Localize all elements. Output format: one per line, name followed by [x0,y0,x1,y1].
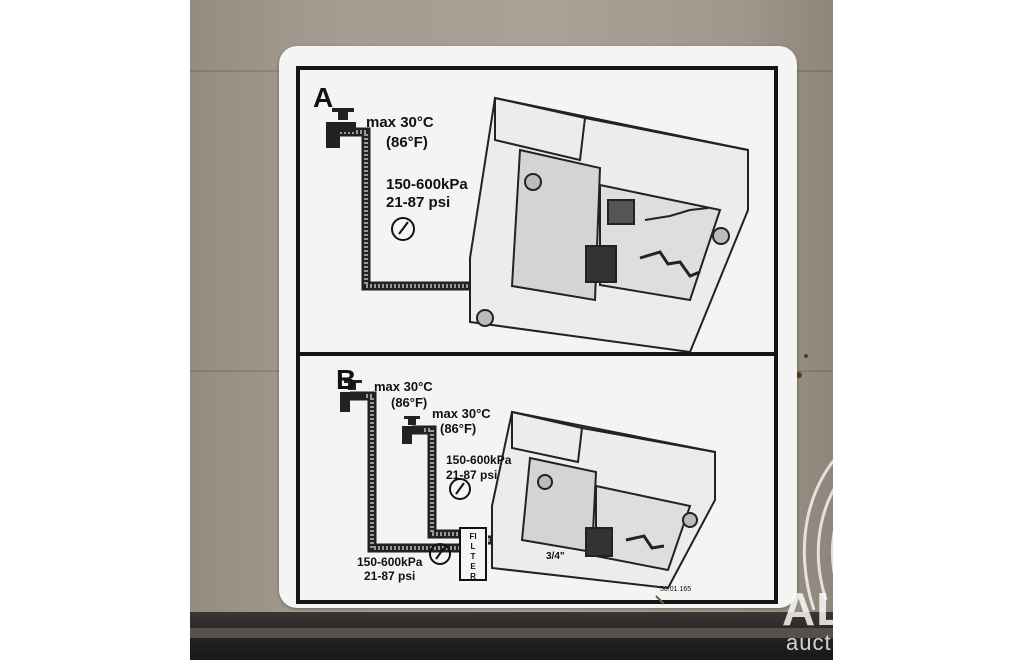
sticker-code: 50.01.165 [660,586,692,593]
tap-icon [402,416,424,444]
hose-b1 [350,394,462,550]
rust-spot [796,372,802,378]
max-temp-label: max 30°C [366,114,434,131]
allbids-wordmark: ALLBIDS [782,583,989,635]
tap-icon [326,108,356,148]
section-divider [296,352,778,356]
section-a-letter: A [313,82,334,113]
pressure-kpa-label: 150-600kPa [386,176,468,193]
pressure-gauge-icon [449,478,471,500]
pipe-size-label: 3/4" [546,551,565,562]
allbids-tagline: auctionplace [786,630,922,655]
filter-label: FILTER [469,532,477,581]
max-temp-fahrenheit-label: (86°F) [386,134,428,151]
max-temp-fahrenheit-label: (86°F) [391,395,428,410]
allbids-logo-letter: B [836,378,997,623]
pressure-psi-label: 21-87 psi [364,569,416,583]
washing-machine-drawing-b [491,410,716,590]
max-temp-label: max 30°C [374,379,433,394]
pressure-kpa-label: 150-600kPa [357,555,423,569]
sticker-frame [296,66,778,604]
max-temp-label: max 30°C [432,406,491,421]
floor-rail [190,628,833,638]
max-temp-fahrenheit-label: (86°F) [440,421,477,436]
pressure-gauge-icon [429,543,451,565]
pressure-psi-label: 21-87 psi [446,468,498,482]
rust-spot [804,354,808,358]
fingerprint-icon [802,438,877,611]
pressure-kpa-label: 150-600kPa [446,453,512,467]
pressure-psi-label: 21-87 psi [386,194,451,211]
section-b-letter: B [336,364,357,395]
filter-box [459,527,487,581]
pressure-gauge-icon [391,217,415,241]
washing-machine-drawing-a [469,96,749,354]
tap-icon [340,380,364,412]
